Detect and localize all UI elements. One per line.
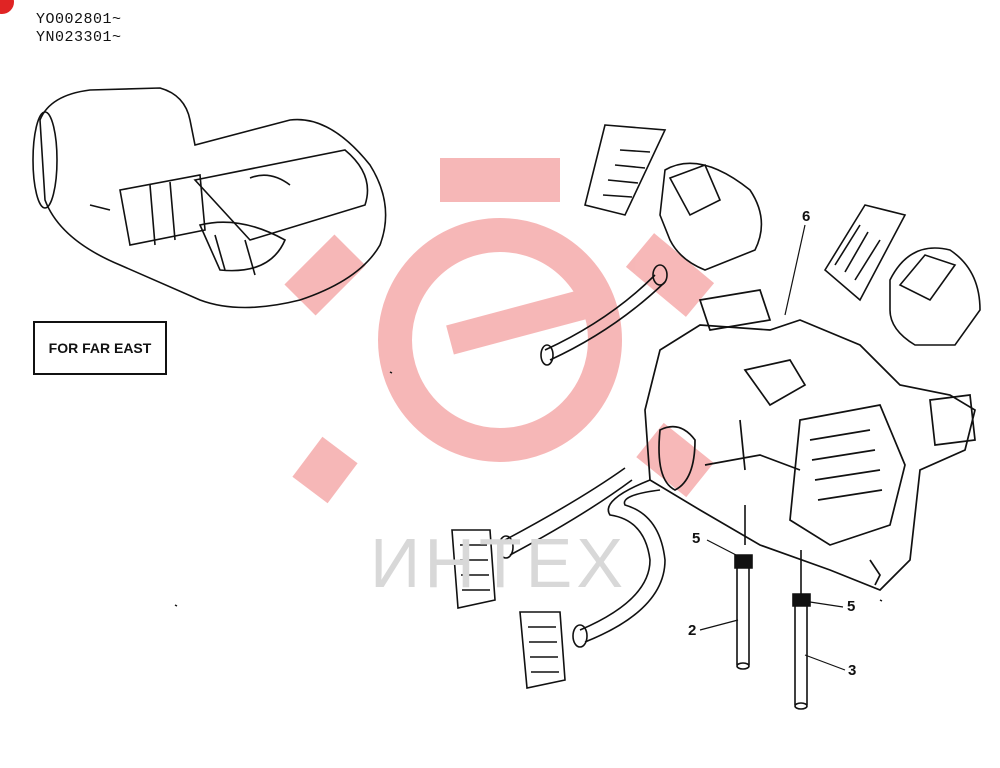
serial-range-2: YN023301~ bbox=[36, 29, 122, 46]
serial-range-1: YO002801~ bbox=[36, 11, 122, 28]
region-label: FOR FAR EAST bbox=[48, 340, 152, 356]
callout-leaders bbox=[699, 224, 846, 671]
callout-5-lower: 5 bbox=[847, 598, 856, 615]
drain-tubes bbox=[734, 505, 811, 710]
heater-unit-assembly bbox=[644, 289, 976, 591]
callout-3: 3 bbox=[848, 662, 857, 679]
side-vent-grilles bbox=[451, 529, 566, 689]
callout-5-upper: 5 bbox=[692, 530, 701, 547]
cab-overview-illustration bbox=[32, 87, 387, 309]
callout-2: 2 bbox=[688, 622, 697, 639]
hose-assemblies bbox=[498, 264, 668, 648]
upper-vent-grilles bbox=[584, 124, 981, 346]
stray-marks bbox=[174, 371, 883, 607]
region-note-box: FOR FAR EAST bbox=[33, 321, 167, 375]
watermark-gear-icon bbox=[284, 158, 715, 504]
watermark-text: ИНТЕХ bbox=[370, 524, 628, 602]
callout-6: 6 bbox=[802, 208, 811, 225]
